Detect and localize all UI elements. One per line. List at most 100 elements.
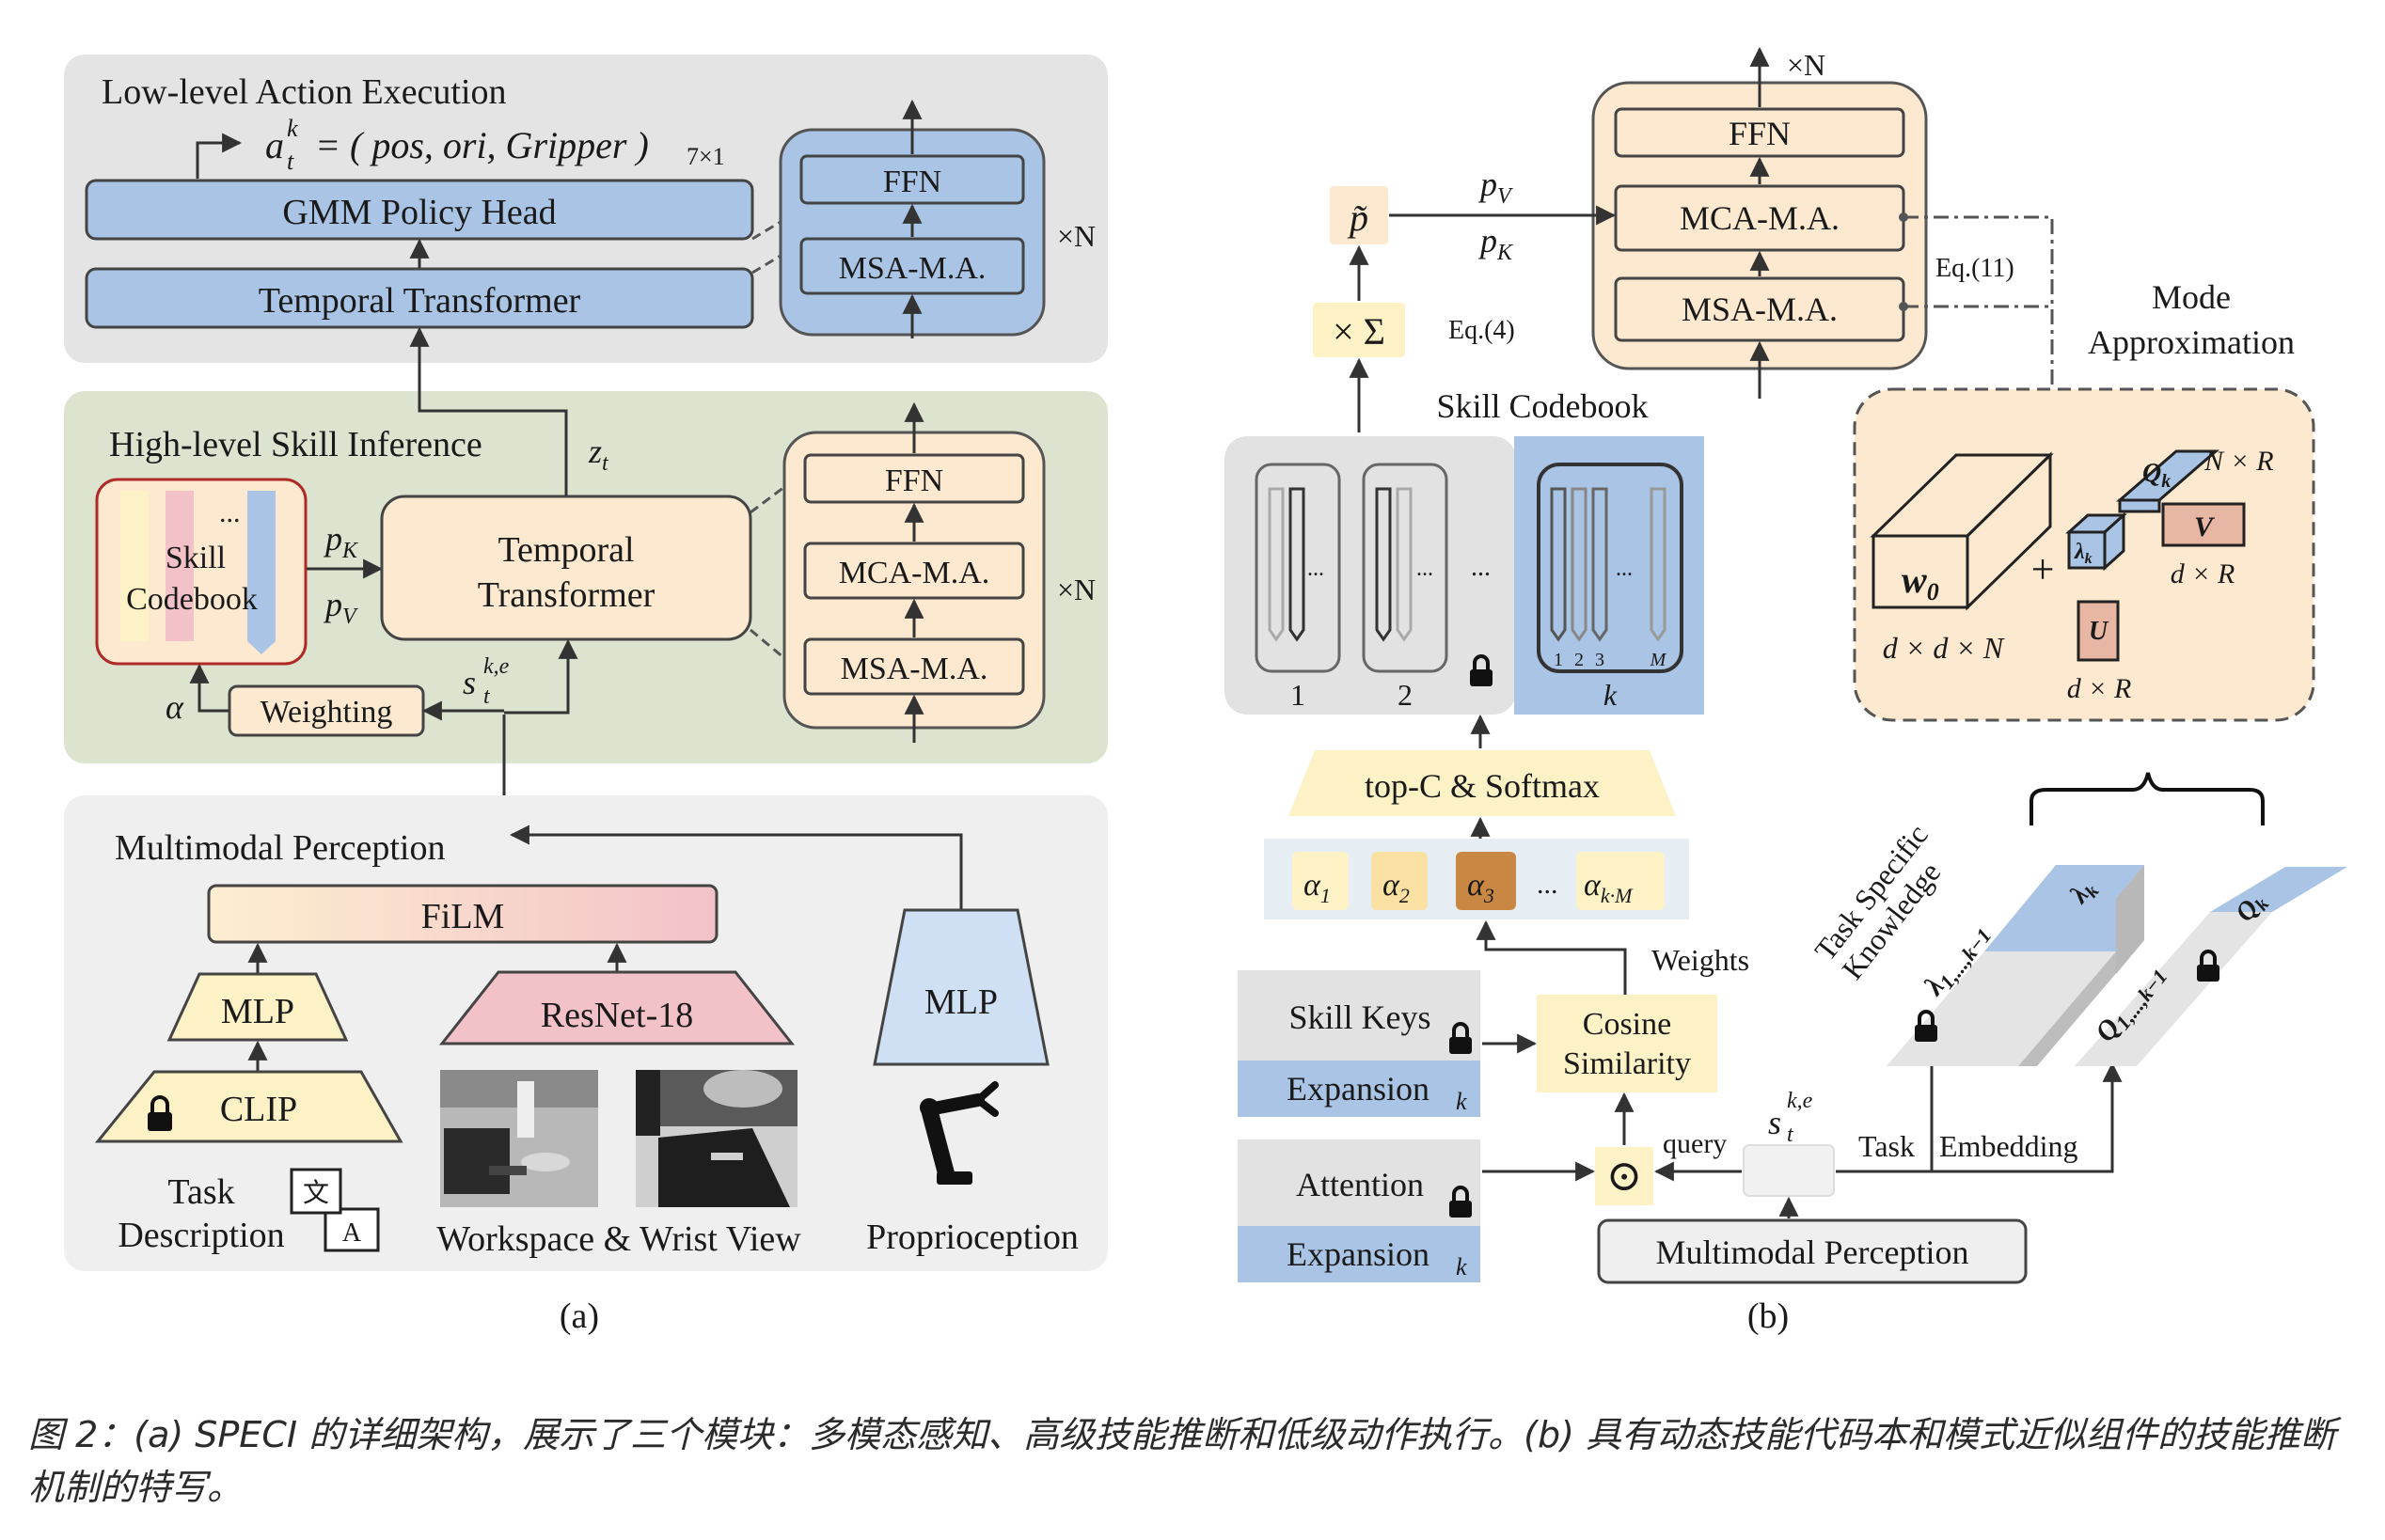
- high-level-title: High-level Skill Inference: [109, 425, 482, 464]
- alpha-2: α2: [1382, 868, 1410, 907]
- q-lock-icon: [2197, 950, 2219, 982]
- hl-s: s: [463, 664, 476, 701]
- lambda-bar: λ1,...,k−1 λk: [1887, 865, 2144, 1066]
- action-sub: t: [287, 148, 294, 175]
- hl-alpha: α: [166, 688, 184, 726]
- b-pv: pV: [1477, 165, 1513, 209]
- alpha-3: α3: [1467, 868, 1494, 907]
- eq11-label: Eq.(11): [1935, 254, 2014, 283]
- mode-approximation-box: w0 d × d × N + Qk N × R λk V d × R U d ×…: [1853, 387, 2315, 722]
- skill-keys-lock-icon: [1449, 1022, 1472, 1054]
- low-ffn: FFN: [883, 165, 941, 199]
- b-mca: MCA-M.A.: [1680, 199, 1840, 237]
- alpha-strip: α1 α2 α3 ... αk·M: [1264, 839, 1689, 919]
- hl-s-sup: k,e: [483, 654, 510, 679]
- hl-msa: MSA-M.A.: [841, 652, 988, 686]
- b-s-sub: t: [1787, 1123, 1794, 1147]
- attention-block: Attention Expansion k: [1238, 1139, 1480, 1282]
- eq4-label: Eq.(4): [1448, 316, 1515, 345]
- task-label: Task: [1858, 1129, 1915, 1163]
- perception-panel: Multimodal Perception FiLM MLP CLIP ResN…: [64, 795, 1108, 1271]
- perception-title: Multimodal Perception: [115, 828, 445, 868]
- cbk-dots: ...: [1616, 557, 1633, 581]
- gmm-policy-head: GMM Policy Head: [282, 193, 556, 232]
- action-dim: 7×1: [687, 143, 725, 170]
- hl-zt: zt: [588, 432, 609, 476]
- hl-times-n: ×N: [1057, 573, 1096, 606]
- times-sigma: × Σ: [1333, 310, 1385, 353]
- clip-lock-icon: [148, 1095, 172, 1131]
- embedding-label: Embedding: [1939, 1129, 2078, 1163]
- b-s-sup: k,e: [1787, 1089, 1813, 1113]
- proprio-label: Proprioception: [866, 1218, 1079, 1257]
- b-codebook-title: Skill Codebook: [1436, 387, 1648, 425]
- mlp-left: MLP: [221, 992, 294, 1031]
- cosine-line1: Cosine: [1583, 1007, 1671, 1042]
- wrist-view-image: [636, 1070, 798, 1207]
- hl-codebook-line2: Codebook: [126, 582, 258, 617]
- hl-codebook-dots: ...: [219, 497, 241, 528]
- cosine-line2: Similarity: [1563, 1046, 1691, 1081]
- attention-lock-icon: [1449, 1186, 1472, 1218]
- hl-mca: MCA-M.A.: [839, 556, 990, 590]
- mode-title-line2: Approximation: [2088, 323, 2295, 361]
- p-tilde: p̃: [1347, 196, 1368, 239]
- b-times-n: ×N: [1787, 48, 1825, 82]
- hl-s-sub: t: [483, 684, 491, 709]
- hl-codebook-line1: Skill: [166, 541, 226, 575]
- workspace-label: Workspace & Wrist View: [436, 1219, 801, 1259]
- odot-operator: ⊙: [1606, 1152, 1643, 1200]
- skill-keys-k: k: [1456, 1088, 1467, 1115]
- architecture-figure: Low-level Action Execution a k t = ( pos…: [64, 46, 2347, 1336]
- b-msa: MSA-M.A.: [1682, 291, 1838, 328]
- cbk-inner-1: 1: [1554, 650, 1563, 670]
- plus-sign: +: [2031, 546, 2055, 592]
- b-multimodal-perception: Multimodal Perception: [1656, 1234, 1969, 1271]
- panel-a: Low-level Action Execution a k t = ( pos…: [64, 55, 1108, 1336]
- b-s: s: [1768, 1104, 1781, 1141]
- attention-label: Attention: [1296, 1166, 1424, 1203]
- w0-dim: d × d × N: [1883, 631, 2005, 665]
- query-label: query: [1663, 1128, 1727, 1159]
- b-pk: pK: [1477, 222, 1514, 265]
- action-sup: k: [287, 115, 298, 142]
- alpha-1: α1: [1303, 868, 1331, 907]
- panel-a-label: (a): [560, 1296, 599, 1336]
- hl-pk: pK: [323, 520, 359, 563]
- panel-b: FFN MCA-M.A. MSA-M.A. ×N p̃ pV pK × Σ Eq…: [1224, 46, 2347, 1336]
- workspace-image: [440, 1070, 598, 1207]
- film-box: FiLM: [421, 897, 505, 936]
- weighting-box: Weighting: [261, 695, 393, 730]
- low-temporal-transformer: Temporal Transformer: [259, 281, 581, 321]
- attention-expansion: Expansion: [1287, 1235, 1429, 1273]
- cb-index-1: 1: [1290, 678, 1305, 712]
- hl-tt-line2: Transformer: [478, 575, 655, 615]
- cb1-dots: ...: [1307, 557, 1324, 581]
- skill-keys-block: Skill Keys Expansion k: [1238, 970, 1480, 1117]
- weights-label: Weights: [1651, 943, 1749, 977]
- svg-text:文: 文: [303, 1178, 329, 1208]
- qk-label: Qk: [2142, 459, 2171, 492]
- v-label: V: [2194, 511, 2216, 542]
- w0-label: w0: [1902, 558, 1939, 605]
- alpha-dots: ...: [1537, 869, 1558, 900]
- cbk-inner-2: 2: [1574, 650, 1584, 670]
- low-msa: MSA-M.A.: [839, 251, 987, 286]
- figure-caption: 图 2：(a) SPECI 的详细架构，展示了三个模块：多模态感知、高级技能推断…: [28, 1414, 2336, 1508]
- alpha-km: αk·M: [1584, 868, 1634, 907]
- b-ffn: FFN: [1729, 115, 1791, 152]
- cb-index-k: k: [1603, 678, 1618, 712]
- mode-title-line1: Mode: [2152, 278, 2231, 316]
- hl-tt-line1: Temporal: [498, 530, 634, 570]
- svg-text:A: A: [342, 1218, 362, 1248]
- task-desc-line1: Task: [167, 1172, 234, 1212]
- skill-keys-label: Skill Keys: [1288, 998, 1430, 1036]
- qk-dim: N × R: [2203, 446, 2274, 477]
- u-label: U: [2089, 617, 2109, 646]
- action-tuple: = ( pos, ori, Gripper ): [315, 124, 649, 166]
- hl-ffn: FFN: [885, 464, 943, 498]
- attention-k: k: [1456, 1253, 1467, 1281]
- cb-mid-dots: ...: [1471, 553, 1491, 582]
- codebook-lock-icon: [1470, 654, 1493, 686]
- low-times-n: ×N: [1057, 219, 1096, 253]
